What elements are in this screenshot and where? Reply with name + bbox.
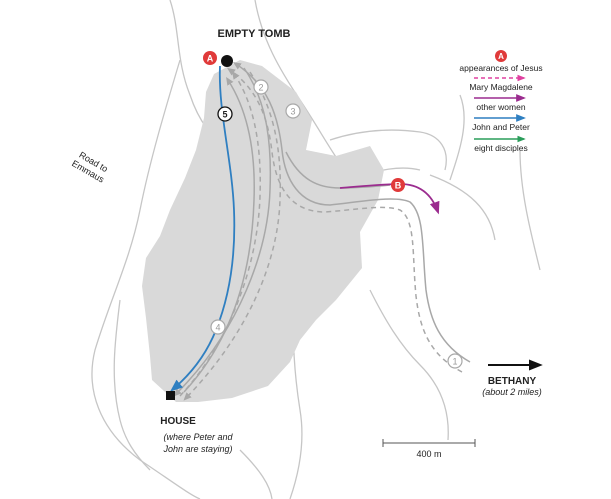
legend-john-peter: John and Peter <box>472 114 530 132</box>
scale-bar: 400 m <box>382 439 476 459</box>
svg-text:3: 3 <box>290 107 295 117</box>
svg-text:appearances of Jesus: appearances of Jesus <box>459 63 542 73</box>
step-2-marker: 2 <box>253 79 269 95</box>
empty-tomb-marker <box>221 55 233 67</box>
svg-text:5: 5 <box>222 110 227 120</box>
route-john-peter <box>170 65 236 392</box>
terrain-lines <box>91 0 541 499</box>
svg-text:2: 2 <box>258 83 263 93</box>
road-to-emmaus-label: Road to Emmaus <box>70 150 110 185</box>
house-label: HOUSE <box>160 416 196 427</box>
svg-text:Mary Magdalene: Mary Magdalene <box>469 82 533 92</box>
svg-text:B: B <box>395 181 402 191</box>
step-5-marker: 5 <box>217 106 233 122</box>
legend-mary-magdalene: Mary Magdalene <box>469 74 533 92</box>
legend-eight-disciples: eight disciples <box>474 135 528 153</box>
legend: A appearances of Jesus Mary Magdalene ot… <box>459 50 543 153</box>
empty-tomb-label: EMPTY TOMB <box>218 28 291 40</box>
bethany-note: (about 2 miles) <box>482 387 542 397</box>
appearance-b-marker: B <box>391 178 405 192</box>
step-1-marker: 1 <box>447 353 463 369</box>
appearance-a-marker: A <box>203 51 217 65</box>
city-area <box>142 60 384 402</box>
gray-routes <box>173 62 471 401</box>
svg-text:John and Peter: John and Peter <box>472 122 530 132</box>
scale-label: 400 m <box>416 449 441 459</box>
house-note-line-1: (where Peter and <box>163 432 233 442</box>
house-marker <box>166 391 175 400</box>
step-3-marker: 3 <box>285 103 301 119</box>
svg-text:A: A <box>498 52 504 61</box>
legend-appearances: A appearances of Jesus <box>459 50 543 73</box>
svg-text:1: 1 <box>452 357 457 367</box>
svg-text:A: A <box>207 54 214 64</box>
svg-text:other women: other women <box>476 102 525 112</box>
legend-other-women: other women <box>474 94 526 112</box>
bethany-label: BETHANY <box>488 376 537 387</box>
house-note-line-2: John are staying) <box>162 444 232 454</box>
step-4-marker: 4 <box>210 319 226 335</box>
svg-text:4: 4 <box>215 323 220 333</box>
svg-text:eight disciples: eight disciples <box>474 143 527 153</box>
